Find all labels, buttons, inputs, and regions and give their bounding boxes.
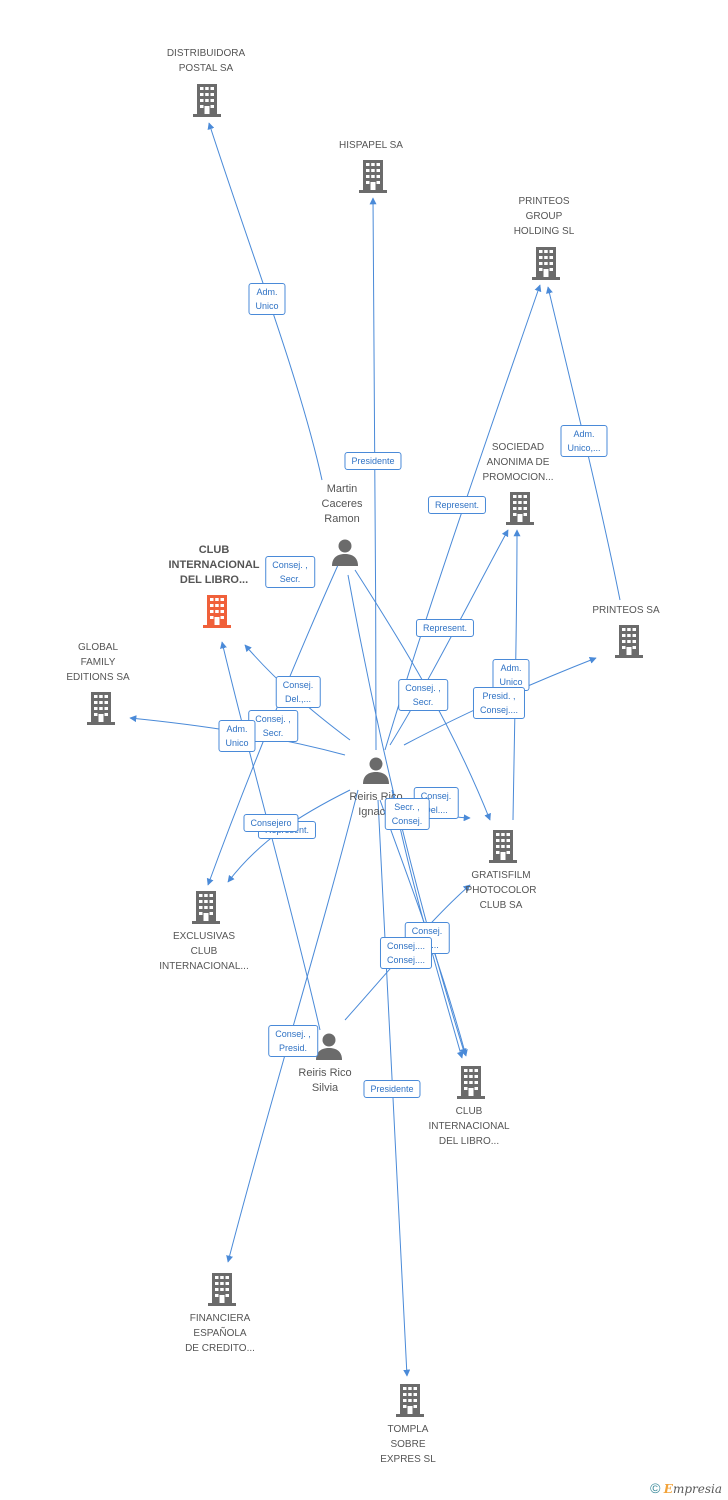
relation-consej-presid[interactable]: Consej. , Presid. <box>268 1025 318 1057</box>
company-label: PRINTEOS SA <box>592 605 660 616</box>
building-icon <box>87 692 115 725</box>
building-icon <box>193 84 221 117</box>
empresia-watermark: © Empresia <box>650 1480 722 1496</box>
relation-consej-secr[interactable]: Consej. , Secr. <box>398 679 448 711</box>
relation-consej-del[interactable]: Consej. Del.,... <box>275 676 321 708</box>
building-icon <box>192 891 220 924</box>
company-label: GLOBAL FAMILY EDITIONS SA <box>66 642 130 683</box>
company-label: EXCLUSIVAS CLUB INTERNACIONAL... <box>159 931 249 972</box>
person-icon <box>363 757 389 784</box>
relation-represent[interactable]: Represent. <box>427 496 487 514</box>
building-icon-main <box>203 595 231 628</box>
company-label: HISPAPEL SA <box>339 140 403 151</box>
person-label: Martin Caceres Ramon <box>321 483 363 525</box>
company-label: FINANCIERA ESPAÑOLA DE CREDITO... <box>185 1313 255 1354</box>
relation-consej-secr[interactable]: Consej. , Secr. <box>248 710 298 742</box>
brand-initial: E <box>663 1482 673 1496</box>
building-icon <box>457 1066 485 1099</box>
relation-adm-unico[interactable]: Adm. Unico <box>218 720 256 752</box>
building-icon <box>208 1273 236 1306</box>
relation-secr-consej[interactable]: Secr. , Consej. <box>384 798 430 830</box>
building-icon <box>532 247 560 280</box>
relation-presid-consej[interactable]: Presid. , Consej.... <box>472 687 526 719</box>
person-icon <box>316 1033 342 1060</box>
relation-adm-unico[interactable]: Adm. Unico <box>248 283 286 315</box>
person-icon <box>332 539 358 566</box>
building-icon <box>489 830 517 863</box>
relation-consej-secr[interactable]: Consej. , Secr. <box>265 556 315 588</box>
edge-ignacio-hispapel <box>369 197 377 751</box>
person-label: Reiris Rico Silvia <box>298 1067 352 1094</box>
relation-represent[interactable]: Represent. <box>415 619 475 637</box>
company-label: SOCIEDAD ANONIMA DE PROMOCION... <box>482 442 554 483</box>
company-label: PRINTEOS GROUP HOLDING SL <box>513 196 575 237</box>
company-label: GRATISFILM PHOTOCOLOR CLUB SA <box>465 870 537 911</box>
copyright-symbol: © <box>650 1480 661 1496</box>
relation-adm-unico[interactable]: Adm. Unico,... <box>560 425 608 457</box>
company-label-main: CLUB INTERNACIONAL DEL LIBRO... <box>168 544 260 586</box>
building-icon <box>506 492 534 525</box>
relation-presidente[interactable]: Presidente <box>363 1080 421 1098</box>
edge-ignacio-financiera <box>226 789 359 1263</box>
relation-presidente[interactable]: Presidente <box>344 452 402 470</box>
company-label: CLUB INTERNACIONAL DEL LIBRO... <box>428 1106 510 1147</box>
building-icon <box>615 625 643 658</box>
building-icon <box>359 160 387 193</box>
relation-consej[interactable]: Consej.... Consej.... <box>379 937 433 969</box>
company-label: TOMPLA SOBRE EXPRES SL <box>380 1424 436 1465</box>
brand-name: mpresia <box>672 1482 722 1496</box>
relation-consejero[interactable]: Consejero <box>243 814 299 832</box>
company-label: DISTRIBUIDORA POSTAL SA <box>166 48 246 74</box>
building-icon <box>396 1384 424 1417</box>
edge-ignacio-sociedad <box>389 529 509 746</box>
